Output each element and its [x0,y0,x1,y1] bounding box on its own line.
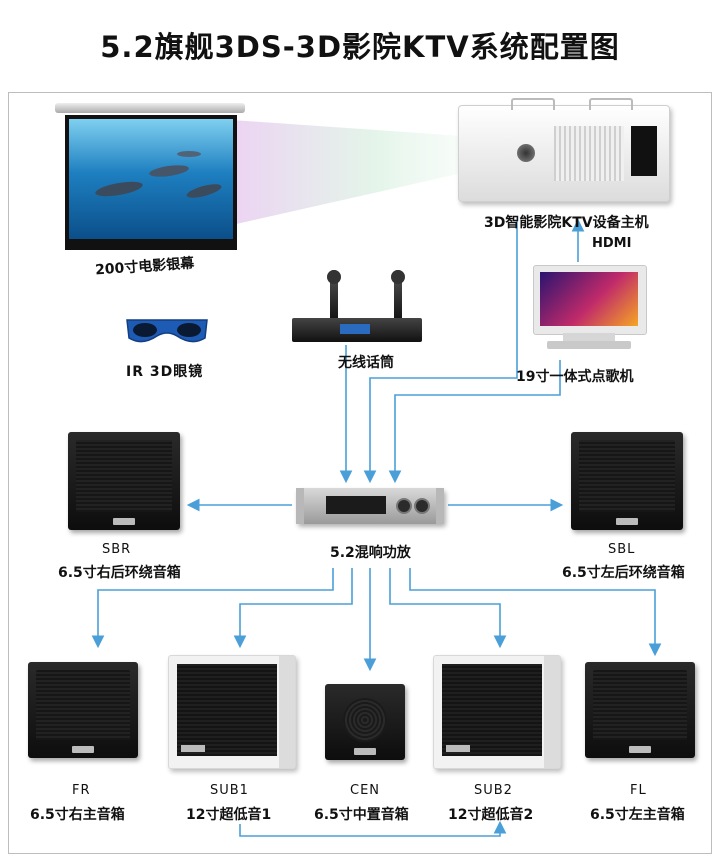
cen-name: 6.5寸中置音箱 [314,807,409,823]
hdmi-label: HDMI [592,236,632,251]
fl-name: 6.5寸左主音箱 [590,807,685,823]
microphone-unit [292,270,422,350]
speaker-fl [585,662,695,758]
projection-beam [232,120,520,225]
page-title: 5.2旗舰3DS-3D影院KTV系统配置图 [100,30,620,64]
microphone-label: 无线话筒 [338,355,394,371]
amplifier-label: 5.2混响功放 [330,545,411,561]
fl-code: FL [630,783,647,798]
jukebox-unit [533,265,647,350]
wire-amp-fr [91,568,334,649]
3d-glasses-icon [126,319,208,343]
sub1-code: SUB1 [210,783,249,798]
fr-code: FR [72,783,91,798]
glasses-label: IR 3D眼镜 [126,364,204,380]
screen-image [65,115,237,250]
fr-name: 6.5寸右主音箱 [30,807,125,823]
mic-icon [394,270,402,322]
wire-host-amp [363,220,518,484]
jukebox-label: 19寸一体式点歌机 [516,369,634,385]
sub1-name: 12寸超低音1 [186,807,272,823]
sub2-code: SUB2 [474,783,513,798]
sbl-code: SBL [608,542,636,557]
speaker-fr [28,662,138,758]
sub2-name: 12寸超低音2 [448,807,534,823]
sbr-code: SBR [102,542,132,557]
amplifier-unit [296,488,444,524]
lens-icon [517,144,535,162]
mic-icon [330,270,338,322]
sbl-name: 6.5寸左后环绕音箱 [562,565,685,581]
sbr-name: 6.5寸右后环绕音箱 [58,565,181,581]
cen-code: CEN [350,783,381,798]
projection-screen [55,103,245,258]
speaker-sbl [571,432,683,530]
speaker-sub1 [168,655,296,769]
host-unit [458,98,670,202]
dolphin-icon [95,151,222,198]
wire-amp-sub2 [389,568,507,649]
wire-jukebox-amp [388,360,561,484]
speaker-sub2 [433,655,561,769]
speaker-sbr [68,432,180,530]
wire-amp-sub1 [233,568,353,649]
wire-sub-link [239,820,507,837]
host-label: 3D智能影院KTV设备主机 [484,215,649,231]
wire-amp-fl [409,568,662,657]
speaker-cen [325,684,405,760]
